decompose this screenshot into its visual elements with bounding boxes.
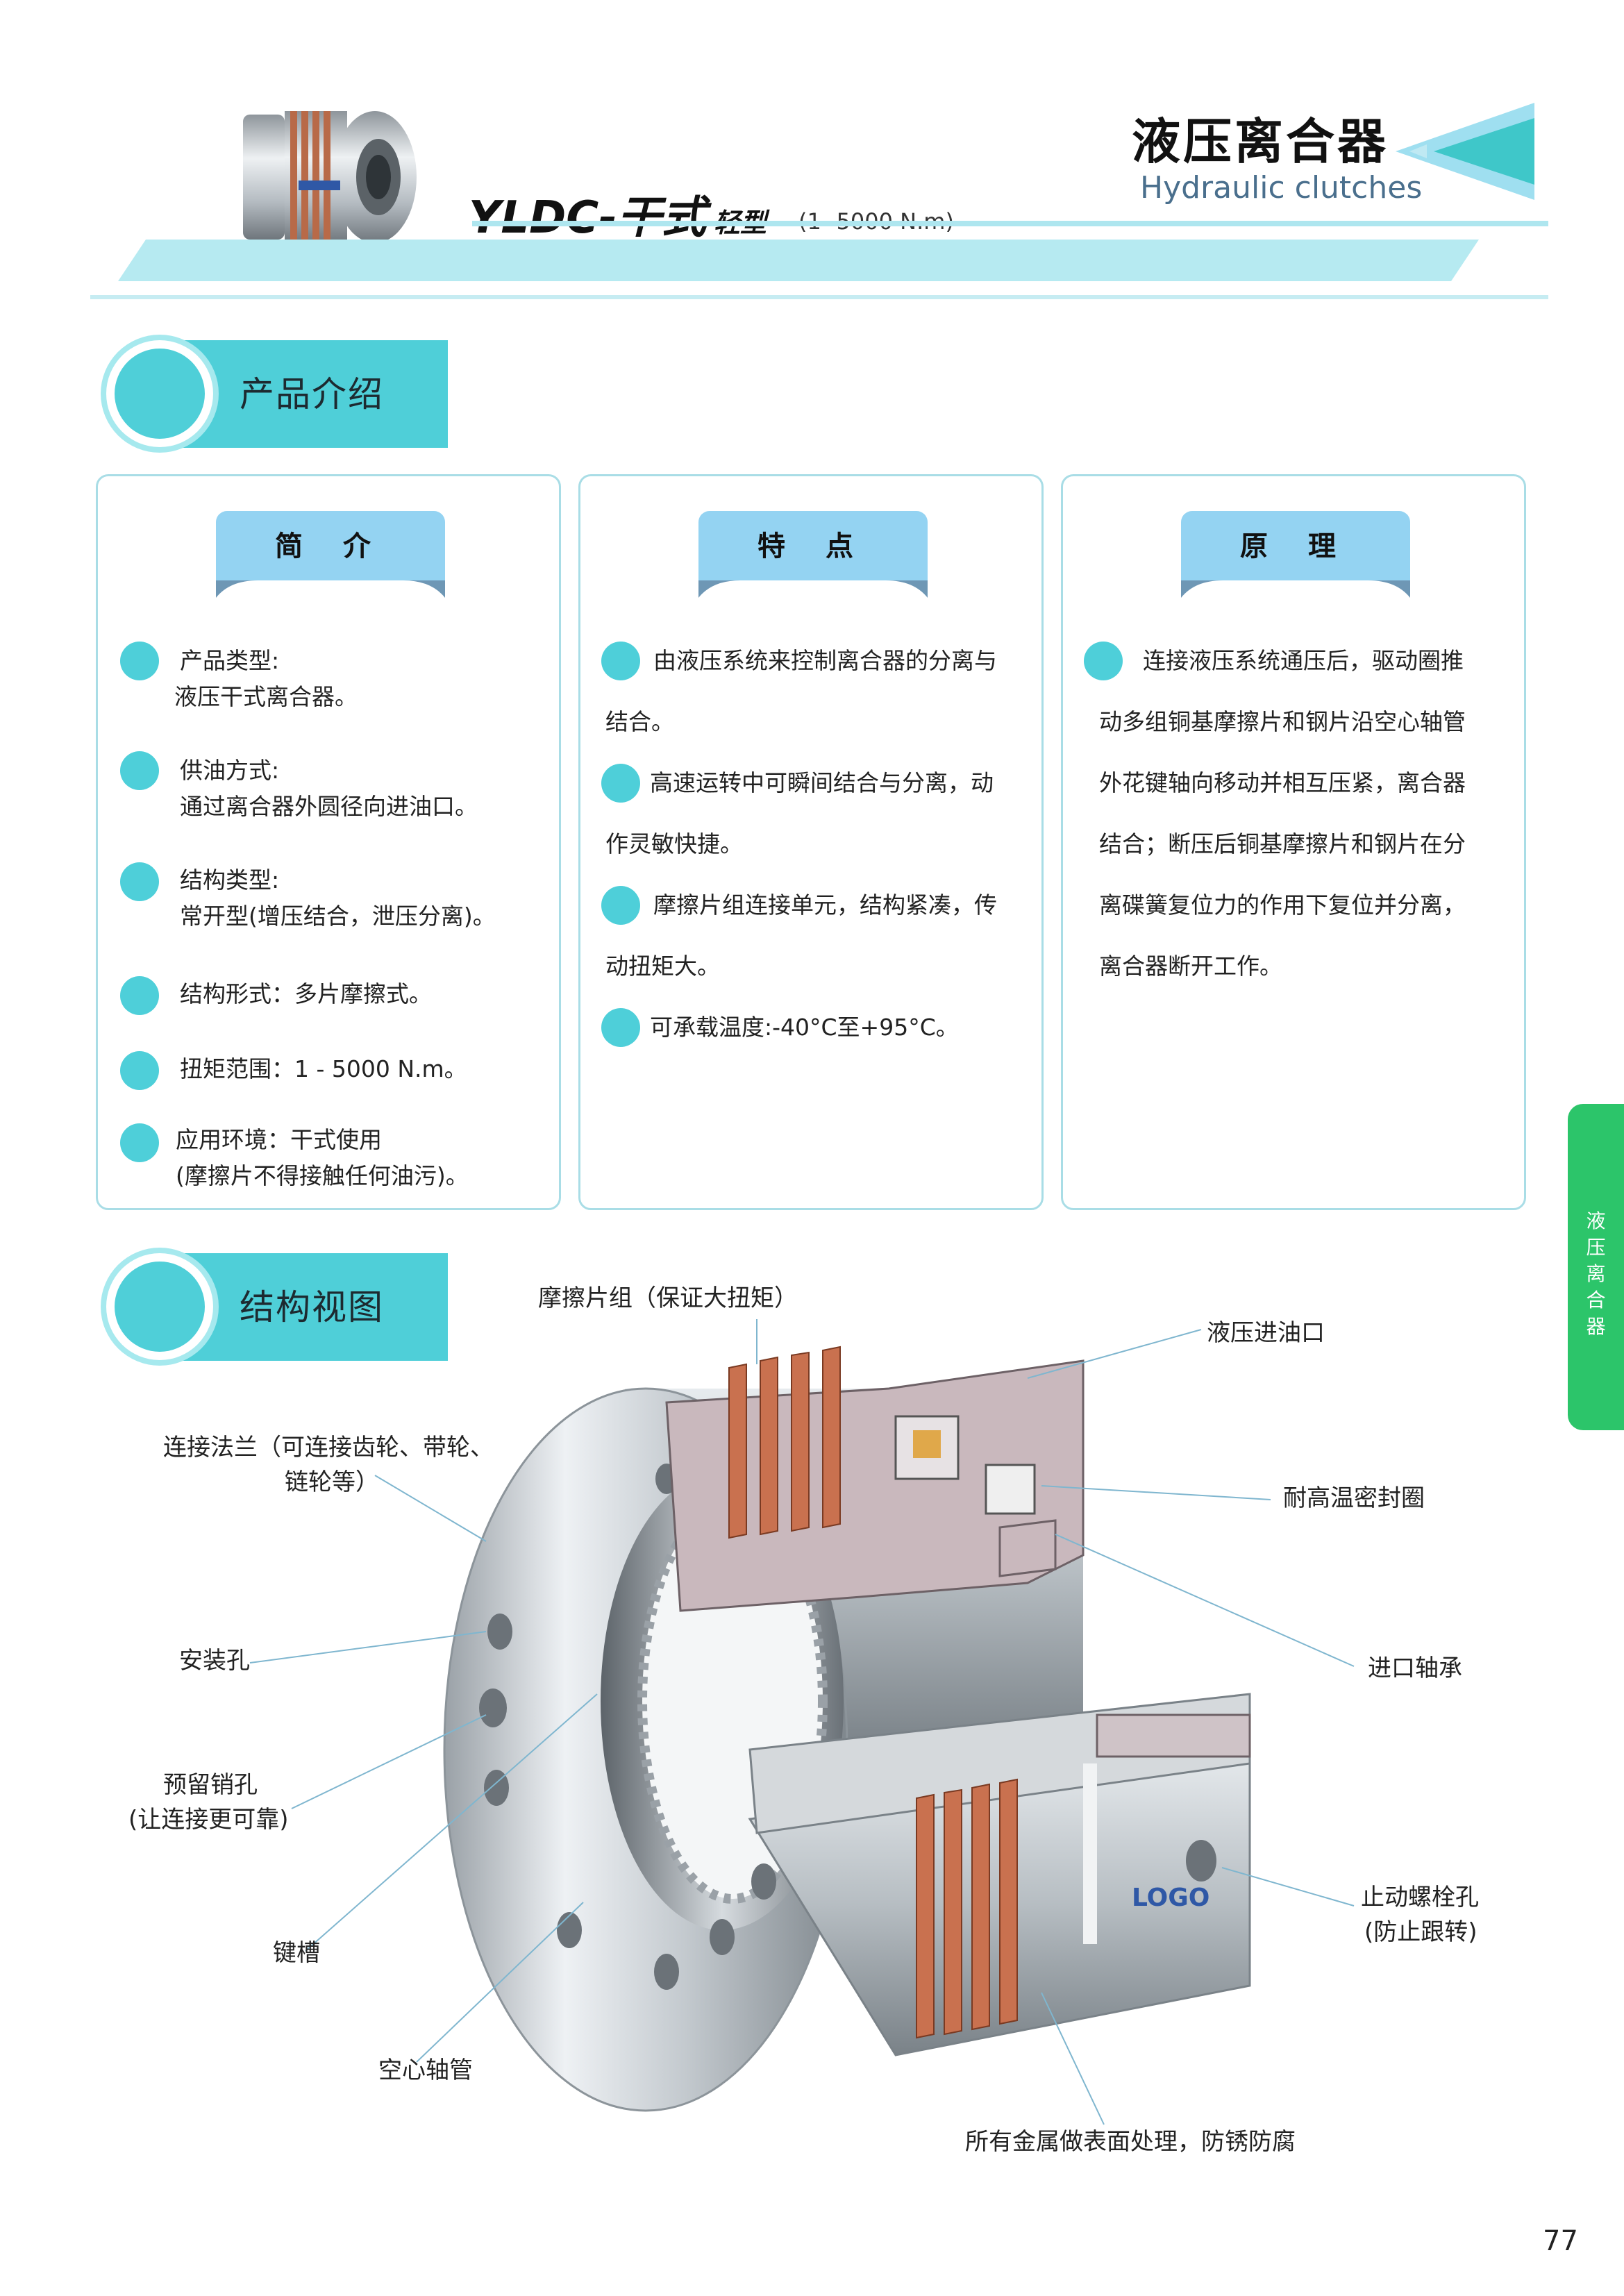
clutch-cutaway-diagram: LOGO [249,1319,1355,2125]
callout-surface-treatment: 所有金属做表面处理，防锈防腐 [965,2128,1296,2156]
callout-bearing: 进口轴承 [1368,1654,1462,1682]
overview-item-6-line1: 应用环境：干式使用 [176,1126,382,1153]
section-title-intro: 产品介绍 [240,374,384,414]
bullet-dot [120,976,159,1015]
overview-item-6-line2: (摩擦片不得接触任何油污)。 [176,1162,469,1189]
bullet-dot [1084,642,1123,680]
arrow-logo-icon [1396,103,1534,200]
card-title-overview: 简 介 [275,530,386,562]
principle-line-5: 离碟簧复位力的作用下复位并分离， [1099,891,1466,919]
overview-item-2-line1: 供油方式: [180,757,280,784]
callout-flange-line1: 连接法兰（可连接齿轮、带轮、 [163,1434,494,1461]
card-ribbon-features: 特 点 [698,511,928,605]
side-tab-char: 液 [1586,1209,1606,1232]
callout-friction-plates: 摩擦片组（保证大扭矩） [538,1284,798,1312]
overview-item-3-line2: 常开型(增压结合，泄压分离)。 [180,903,496,930]
callout-pin-hole-line1: 预留销孔 [163,1771,258,1799]
overview-item-2-line2: 通过离合器外圆径向进油口。 [180,793,478,820]
callout-oil-inlet: 液压进油口 [1207,1319,1325,1347]
product-thumbnail-image [243,111,417,243]
section-header-structure: 结构视图 [101,1248,448,1366]
overview-item-5: 扭矩范围：1 - 5000 N.m。 [180,1055,467,1082]
bullet-dot [601,642,640,680]
card-principle: 原 理 连接液压系统通压后，驱动圈推 动多组铜基摩擦片和钢片沿空心轴管 外花键轴… [1061,474,1526,1210]
principle-line-1: 连接液压系统通压后，驱动圈推 [1143,647,1464,674]
side-tab-char: 压 [1586,1236,1606,1259]
side-tab-char: 器 [1586,1315,1606,1338]
card-overview: 简 介 产品类型: 液压干式离合器。 供油方式: 通过离合器外圆径向进油口。 结… [96,474,561,1210]
callout-hollow-shaft: 空心轴管 [378,2056,473,2084]
features-item-4: 可承载温度:-40°C至+95°C。 [650,1014,959,1041]
card-ribbon-principle: 原 理 [1181,511,1410,605]
callout-pin-hole-line2: (让连接更可靠) [128,1806,289,1834]
page-title-zh: 液压离合器 [1132,113,1389,170]
overview-item-4: 结构形式：多片摩擦式。 [180,980,432,1007]
page-title-en: Hydraulic clutches [1140,170,1423,206]
features-item-3-line2: 动扭矩大。 [605,953,720,980]
callout-stop-bolt-line2: (防止跟转) [1364,1918,1477,1946]
features-item-2-line2: 作灵敏快捷。 [605,830,743,857]
section-title-structure: 结构视图 [240,1287,384,1327]
principle-line-2: 动多组铜基摩擦片和钢片沿空心轴管 [1099,708,1466,735]
bullet-dot [601,886,640,925]
overview-item-1-line2: 液压干式离合器。 [174,683,358,710]
bullet-dot [120,862,159,901]
header-rule [472,221,1548,226]
section-header-intro: 产品介绍 [101,335,448,453]
callout-stop-bolt-line1: 止动螺栓孔 [1361,1884,1479,1911]
bullet-dot [120,1123,159,1162]
overview-item-1-line1: 产品类型: [180,647,280,674]
features-item-3-line1: 摩擦片组连接单元，结构紧凑，传 [653,891,997,919]
side-tab-char: 离 [1586,1262,1606,1285]
callout-flange-line2: 链轮等） [285,1468,379,1496]
page-number: 77 [1543,2225,1578,2257]
header-underline [90,295,1548,299]
card-features: 特 点 由液压系统来控制离合器的分离与 结合。 高速运转中可瞬间结合与分离，动 … [578,474,1044,1210]
card-title-principle: 原 理 [1240,530,1351,562]
card-title-features: 特 点 [757,530,869,562]
bullet-dot [120,1051,159,1090]
bullet-dot [120,642,159,680]
side-tab-char: 合 [1586,1289,1606,1312]
features-item-1-line2: 结合。 [605,708,674,735]
model-name: YLDC-干式 [469,192,706,244]
bullet-dot [601,764,640,803]
callout-mount-hole: 安装孔 [179,1647,250,1675]
bullet-dot [120,751,159,790]
principle-line-4: 结合；断压后铜基摩擦片和钢片在分 [1099,830,1466,857]
svg-text:LOGO: LOGO [1132,1884,1209,1912]
overview-item-3-line1: 结构类型: [180,866,280,894]
header-banner [118,240,1479,281]
features-item-2-line1: 高速运转中可瞬间结合与分离，动 [650,769,994,796]
bullet-dot [601,1008,640,1047]
features-item-1-line1: 由液压系统来控制离合器的分离与 [653,647,997,674]
card-ribbon-overview: 简 介 [216,511,445,605]
principle-line-6: 离合器断开工作。 [1099,953,1282,980]
callout-keyway: 键槽 [273,1939,320,1967]
side-tab-label: 液 压 离 合 器 [1568,1208,1624,1340]
principle-line-3: 外花键轴向移动并相互压紧，离合器 [1099,769,1466,796]
callout-seal: 耐高温密封圈 [1283,1484,1425,1512]
side-category-tab[interactable]: 液 压 离 合 器 [1568,1104,1624,1430]
